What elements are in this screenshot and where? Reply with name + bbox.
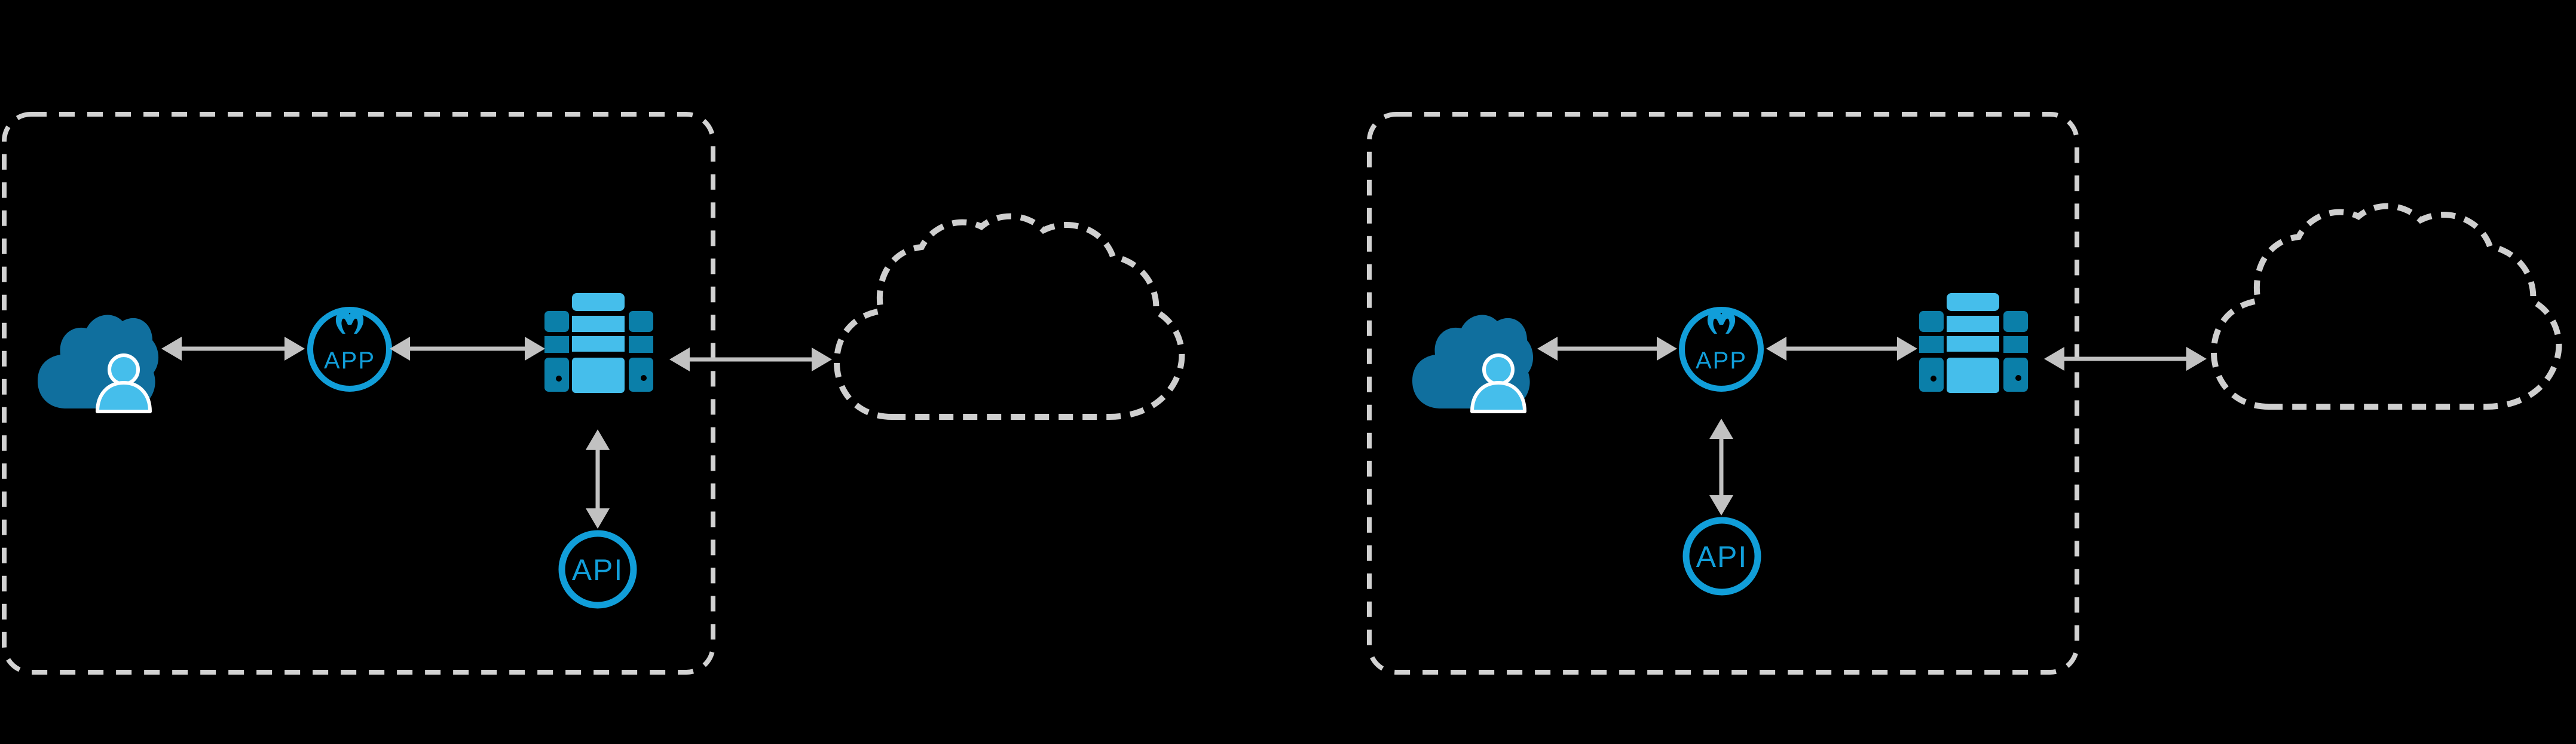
mule-app-icon: APP — [1679, 307, 1764, 392]
dashed-cloud-icon — [837, 217, 1182, 417]
api-circle-icon: API — [558, 530, 637, 609]
arrow-server-cloud — [669, 347, 832, 371]
mule-app-icon: APP — [307, 307, 392, 392]
arrow-app-api — [1709, 419, 1733, 516]
arrow-app-server — [390, 337, 545, 361]
cloud-user-icon — [1412, 315, 1533, 411]
cloud-user-icon — [38, 315, 158, 411]
mule-m-logo-icon — [335, 309, 364, 334]
api-node-label: API — [1696, 540, 1748, 574]
app-node-label: APP — [324, 347, 375, 374]
arrow-server-cloud — [2044, 347, 2207, 371]
arrow-app-server — [1766, 337, 1917, 361]
app-ring — [307, 307, 392, 392]
api-ring — [1682, 517, 1761, 596]
app-ring — [1679, 307, 1764, 392]
right-zone: APP API — [1367, 112, 2207, 675]
mule-m-logo-icon — [1707, 309, 1736, 334]
api-ring — [558, 530, 637, 609]
server-stack-icon — [1919, 293, 2028, 393]
arrow-server-api — [586, 429, 610, 529]
dashed-cloud-icon — [2214, 206, 2559, 407]
server-stack-icon — [544, 293, 653, 393]
arrow-user-app — [1537, 337, 1677, 361]
api-circle-icon: API — [1682, 517, 1761, 596]
left-zone: APP API — [2, 112, 832, 675]
left-zone-boundary — [2, 112, 715, 675]
api-node-label: API — [572, 553, 624, 587]
app-node-label: APP — [1696, 347, 1747, 374]
arrow-user-app — [161, 337, 305, 361]
